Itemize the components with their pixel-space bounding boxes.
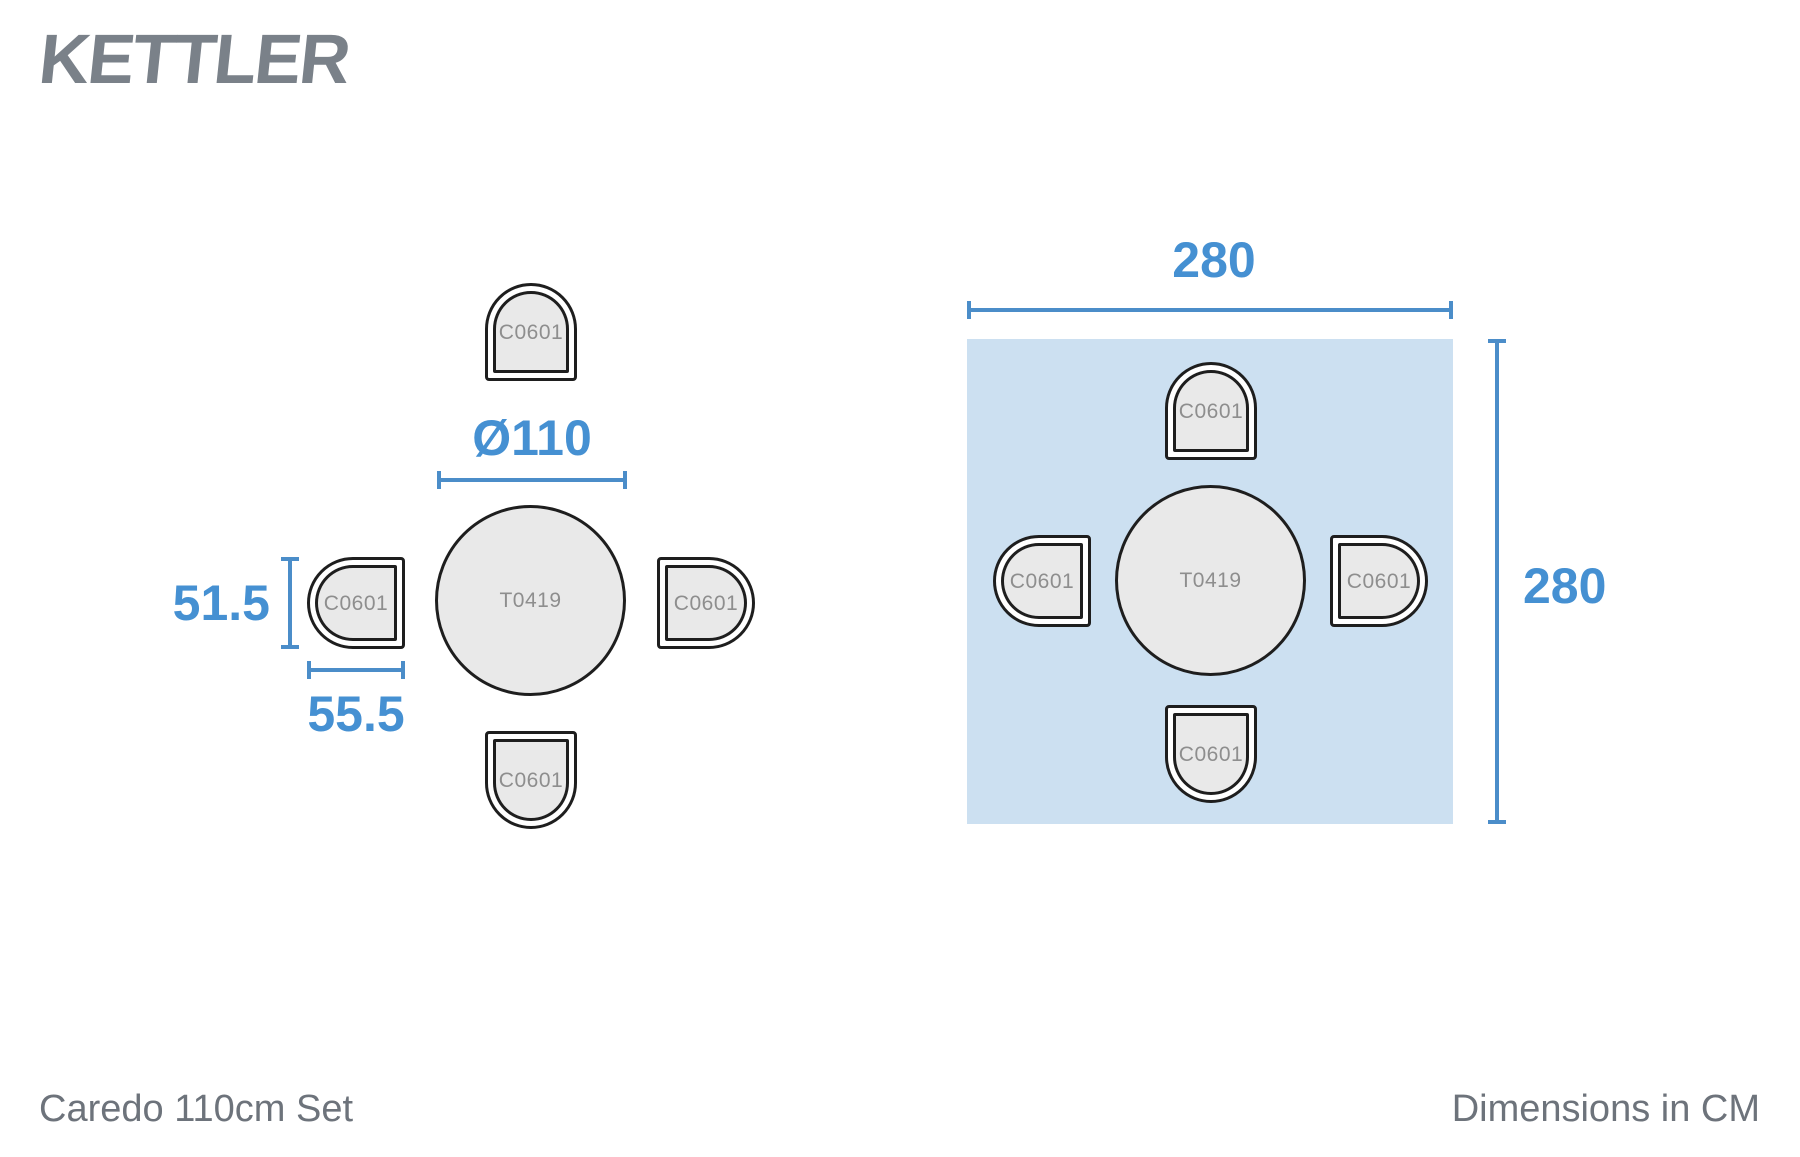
- table-label: T0419: [499, 589, 562, 612]
- clearance-chair-west: C0601: [993, 535, 1091, 627]
- chair-seat: C0601: [493, 291, 569, 373]
- set-chair-west: C0601: [307, 557, 405, 649]
- chair-seat: C0601: [1173, 370, 1249, 452]
- table-diameter-dimension-line: [437, 471, 627, 489]
- chair-seat: C0601: [1338, 543, 1420, 619]
- table-label: T0419: [1179, 569, 1242, 592]
- clearance-width-label: 280: [1172, 232, 1256, 288]
- chair-seat: C0601: [665, 565, 747, 641]
- clearance-width-dimension-line: [967, 301, 1453, 319]
- clearance-chair-east: C0601: [1330, 535, 1428, 627]
- chair-seat: C0601: [315, 565, 397, 641]
- chair-label: C0601: [498, 768, 564, 792]
- chair-seat: C0601: [493, 739, 569, 821]
- chair-label: C0601: [498, 320, 564, 344]
- set-chair-east: C0601: [657, 557, 755, 649]
- chair-label: C0601: [673, 591, 739, 615]
- chair-seat: C0601: [1001, 543, 1083, 619]
- chair-label: C0601: [1009, 569, 1075, 593]
- units-caption: Dimensions in CM: [1451, 1088, 1760, 1130]
- set-chair-north: C0601: [485, 283, 577, 381]
- clearance-table: T0419: [1115, 485, 1306, 676]
- chair-width-dimension-line: [281, 557, 299, 649]
- chair-label: C0601: [1178, 742, 1244, 766]
- chair-label: C0601: [1178, 399, 1244, 423]
- clearance-height-dimension-line: [1488, 339, 1506, 824]
- chair-width-label: 51.5: [172, 575, 270, 631]
- clearance-height-label: 280: [1523, 558, 1607, 614]
- product-name-caption: Caredo 110cm Set: [39, 1088, 354, 1130]
- chair-depth-dimension-line: [307, 661, 405, 679]
- chair-seat: C0601: [1173, 713, 1249, 795]
- clearance-chair-north: C0601: [1165, 362, 1257, 460]
- kettler-logo: KETTLER: [35, 20, 353, 98]
- chair-label: C0601: [1346, 569, 1412, 593]
- chair-depth-label: 55.5: [307, 686, 405, 742]
- clearance-chair-south: C0601: [1165, 705, 1257, 803]
- set-table: T0419: [435, 505, 626, 696]
- chair-label: C0601: [323, 591, 389, 615]
- table-diameter-label: Ø110: [472, 410, 592, 466]
- set-chair-south: C0601: [485, 731, 577, 829]
